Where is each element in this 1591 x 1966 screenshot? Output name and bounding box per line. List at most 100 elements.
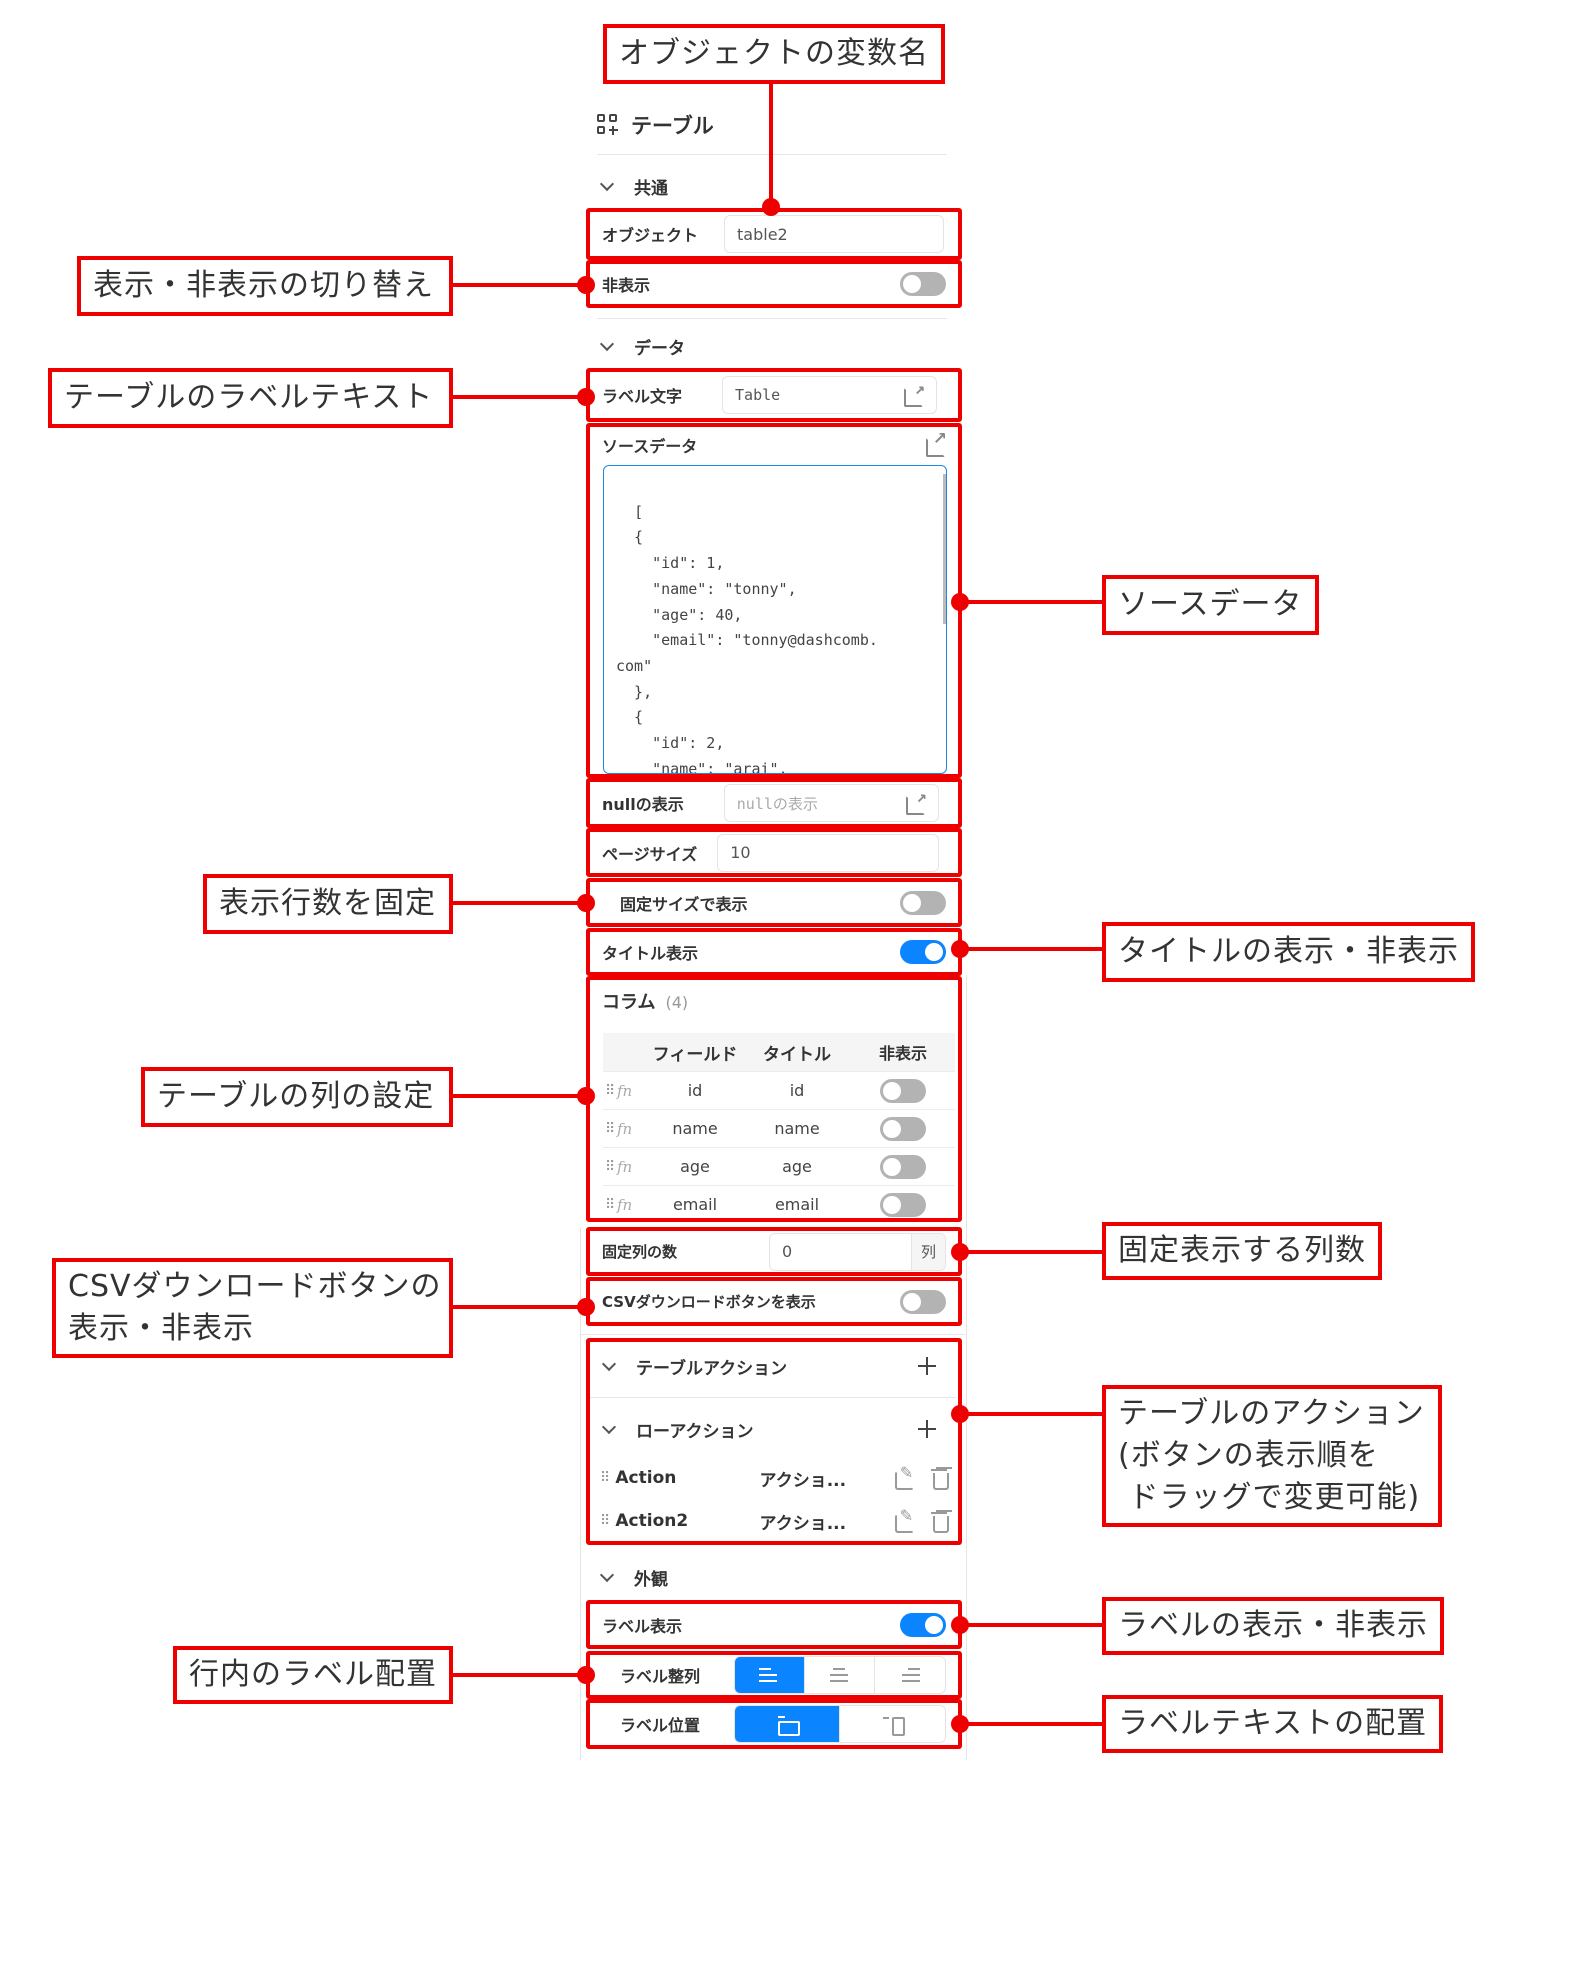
drag-handle-icon[interactable]: ⠿ <box>605 1158 615 1175</box>
function-icon[interactable]: fn <box>617 1119 633 1138</box>
row-action-item[interactable]: ⠿ Action2 アクショ... <box>600 1501 950 1541</box>
header-field: フィールド <box>652 1044 738 1065</box>
column-title: name <box>774 1119 820 1138</box>
highlight-label-text <box>586 368 962 422</box>
hidden-label: 非表示 <box>602 276 651 295</box>
header-hidden: 非表示 <box>878 1044 927 1063</box>
connector-dot <box>951 940 969 958</box>
title-display-toggle[interactable] <box>900 940 946 964</box>
hidden-toggle[interactable] <box>900 272 946 296</box>
object-name-value: table2 <box>737 224 788 244</box>
chevron-down-icon <box>600 180 612 192</box>
connector-dot <box>577 276 595 294</box>
panel-title: テーブル <box>631 114 714 138</box>
align-left-icon <box>759 1668 779 1682</box>
function-icon[interactable]: fn <box>617 1157 633 1176</box>
highlight-csv <box>586 1277 962 1326</box>
connector-dot <box>577 388 595 406</box>
column-hidden-toggle[interactable] <box>880 1116 926 1141</box>
note-label-text-position: ラベルテキストの配置 <box>1102 1695 1444 1753</box>
connector-line <box>958 1412 1104 1416</box>
external-edit-icon[interactable] <box>904 379 925 407</box>
column-hidden-toggle[interactable] <box>880 1192 926 1217</box>
label-display-toggle[interactable] <box>900 1612 946 1637</box>
table-actions-header[interactable]: テーブルアクション <box>588 1344 960 1388</box>
edit-icon[interactable] <box>894 1506 915 1533</box>
fixed-columns-row: 固定列の数 0 列 <box>588 1228 960 1275</box>
column-hidden-toggle[interactable] <box>880 1154 926 1179</box>
page-size-value: 10 <box>730 843 751 862</box>
note-column-settings: テーブルの列の設定 <box>141 1067 453 1127</box>
action-name: Action <box>615 1468 677 1488</box>
align-center-button[interactable] <box>805 1657 875 1693</box>
position-top-button[interactable] <box>734 1706 841 1742</box>
connector-line <box>958 600 1104 604</box>
align-right-button[interactable] <box>875 1657 945 1693</box>
page-size-input[interactable]: 10 <box>717 833 940 872</box>
connector-dot <box>951 1616 969 1634</box>
fixed-size-toggle[interactable] <box>900 890 946 915</box>
section-data[interactable]: データ <box>600 332 685 360</box>
connector-line <box>450 283 590 287</box>
add-row-action-icon[interactable] <box>918 1420 936 1438</box>
null-display-input[interactable]: nullの表示 <box>723 784 939 822</box>
label-text-input[interactable]: Table <box>722 376 938 414</box>
divider <box>580 1334 966 1335</box>
connector-dot <box>762 198 780 216</box>
connector-line <box>450 901 590 905</box>
csv-button-row: CSVダウンロードボタンを表示 <box>588 1278 960 1325</box>
column-row: ⠿ fn age age <box>603 1147 955 1185</box>
section-appearance[interactable]: 外観 <box>600 1563 668 1591</box>
highlight-fixed-columns <box>586 1227 962 1276</box>
column-row: ⠿ fn id id <box>603 1071 955 1109</box>
fixed-columns-input[interactable]: 0 列 <box>769 1232 946 1271</box>
external-edit-icon[interactable] <box>905 787 927 815</box>
section-common[interactable]: 共通 <box>600 172 668 200</box>
source-data-textarea[interactable]: [ { "id": 1, "name": "tonny", "age": 40,… <box>603 465 947 774</box>
add-component-icon <box>597 114 619 136</box>
highlight-columns <box>586 976 962 1222</box>
trash-icon[interactable] <box>929 1467 950 1490</box>
null-display-row: nullの表示 nullの表示 <box>588 779 960 827</box>
trash-icon[interactable] <box>929 1510 950 1533</box>
csv-button-toggle[interactable] <box>900 1289 946 1314</box>
connector-dot <box>951 1405 969 1423</box>
column-hidden-toggle[interactable] <box>880 1078 926 1103</box>
object-name-input[interactable]: table2 <box>724 215 945 253</box>
function-icon[interactable]: fn <box>617 1081 633 1100</box>
add-table-action-icon[interactable] <box>918 1357 936 1375</box>
null-display-label: nullの表示 <box>602 795 684 814</box>
section-label: 外観 <box>634 1569 668 1590</box>
drag-handle-icon[interactable]: ⠿ <box>605 1196 615 1213</box>
fixed-columns-unit: 列 <box>911 1233 945 1270</box>
align-left-button[interactable] <box>734 1657 805 1693</box>
scrollbar[interactable] <box>943 474 946 624</box>
column-field: id <box>687 1081 703 1100</box>
note-fixed-rows: 表示行数を固定 <box>203 874 453 934</box>
position-left-button[interactable] <box>840 1706 945 1742</box>
drag-handle-icon[interactable]: ⠿ <box>600 1513 611 1529</box>
object-row: オブジェクト table2 <box>588 209 960 259</box>
highlight-label-align <box>586 1651 962 1699</box>
row-actions-header[interactable]: ローアクション <box>588 1407 960 1451</box>
action-type: アクショ... <box>759 1470 847 1491</box>
action-type: アクショ... <box>759 1513 847 1534</box>
note-table-actions: テーブルのアクション (ボタンの表示順を ドラッグで変更可能) <box>1102 1385 1442 1527</box>
drag-handle-icon[interactable]: ⠿ <box>605 1120 615 1137</box>
connector-line <box>450 1305 590 1309</box>
object-label: オブジェクト <box>602 226 699 245</box>
external-edit-icon[interactable] <box>926 429 947 457</box>
edit-icon[interactable] <box>894 1463 915 1490</box>
drag-handle-icon[interactable]: ⠿ <box>600 1470 611 1486</box>
row-action-item[interactable]: ⠿ Action アクショ... <box>600 1458 950 1498</box>
connector-line <box>958 1623 1104 1627</box>
function-icon[interactable]: fn <box>617 1195 633 1214</box>
note-toggle-visibility: 表示・非表示の切り替え <box>77 256 453 316</box>
drag-handle-icon[interactable]: ⠿ <box>605 1082 615 1099</box>
note-label-visibility: ラベルの表示・非表示 <box>1102 1597 1444 1655</box>
connector-dot <box>951 1243 969 1261</box>
highlight-object <box>586 208 962 260</box>
connector-dot <box>577 1298 595 1316</box>
page-size-label: ページサイズ <box>602 844 698 864</box>
label-position-segmented <box>733 1705 946 1743</box>
